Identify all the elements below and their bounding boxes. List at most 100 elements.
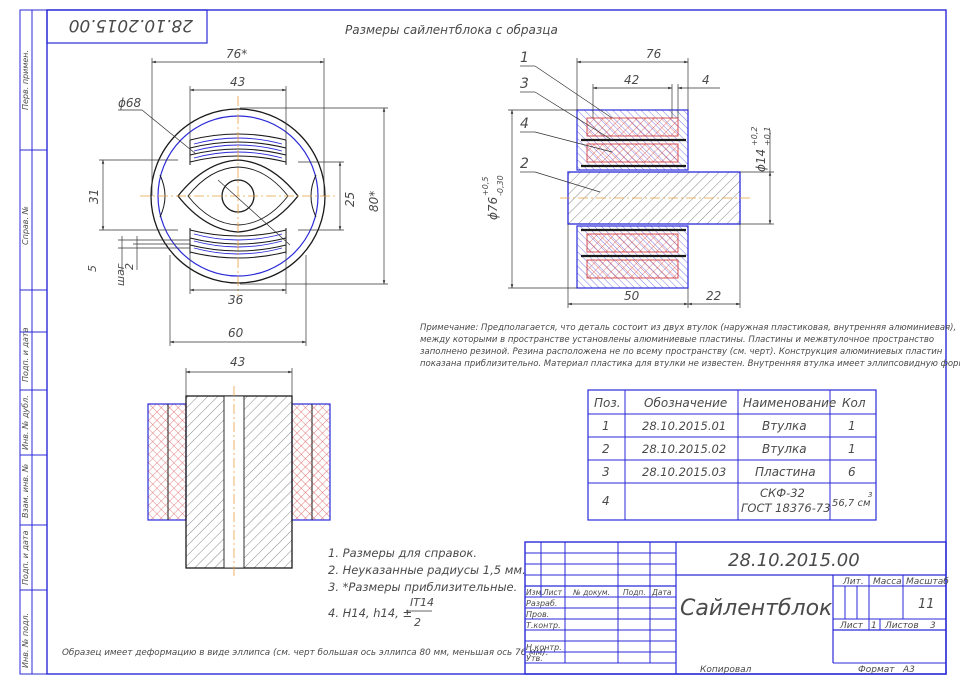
tech-req-1: 1. Размеры для справок. — [328, 546, 477, 560]
note-block: Примечание: Предполагается, что деталь с… — [420, 323, 960, 369]
tech-req-3: 3. *Размеры приблизительные. — [328, 580, 517, 594]
strip-label-5: Взам. инв. № — [21, 464, 30, 518]
col-sign: Подп. — [623, 588, 646, 597]
spec-r4-code: СКФ-32 — [760, 486, 805, 500]
dim-section-bottom: 50 — [624, 289, 640, 303]
sheet-value: 1 — [871, 621, 877, 631]
role-prov: Пров. — [526, 610, 549, 619]
spec-table: Поз. Обозначение Наименование Кол 1 28.1… — [587, 389, 877, 521]
strip-label-1: Перв. примен. — [21, 50, 30, 110]
role-razrab: Разраб. — [526, 599, 557, 608]
spec-r2-qty: 1 — [848, 442, 856, 456]
role-tkontr: Т.контр. — [526, 621, 561, 630]
spec-r1-code: 28.10.2015.01 — [642, 419, 726, 433]
tech-req-4: 4. H14, h14, ± — [328, 606, 412, 620]
dim-front-left: 31 — [87, 189, 101, 204]
spec-header-name: Наименование — [743, 396, 836, 410]
tech-requirements: 1. Размеры для справок. 2. Неуказанные р… — [328, 546, 526, 629]
note-line-3: заполнено резиной. Резина расположена не… — [420, 347, 943, 357]
callout-2: 2 — [520, 156, 529, 172]
strip-label-6: Подп. и дата — [21, 530, 30, 585]
dim-section-dia-big-tol-up: +0,5 — [481, 177, 490, 196]
sheets-label: Листов — [884, 621, 919, 631]
mass-label: Масса — [873, 577, 902, 587]
sheets-value: 3 — [930, 621, 936, 631]
title-code: 28.10.2015.00 — [728, 550, 860, 571]
front-view: 76* 43 ϕ68 31 25 80* 5 шаг 2 36 60 — [86, 47, 388, 346]
stamp-box: 28.10.2015.00 — [46, 9, 208, 44]
dim-front-pitch-b: 2 — [123, 263, 136, 270]
dim-front-pitch-a: 5 — [86, 265, 99, 272]
sheet-label: Лист — [839, 621, 864, 631]
spec-r2-name: Втулка — [762, 442, 807, 456]
dim-front-right-inner: 25 — [343, 192, 357, 207]
col-list: Лист — [542, 588, 563, 597]
copied-label: Копировал — [700, 665, 752, 675]
tolerance-den: 2 — [414, 616, 421, 629]
tech-req-2: 2. Неуказанные радиусы 1,5 мм. — [328, 563, 526, 577]
lit-label: Лит. — [842, 577, 864, 587]
note-line-4: показана приблизительно. Материал пласти… — [420, 359, 960, 369]
spec-r2-code: 28.10.2015.02 — [642, 442, 726, 456]
stamp-code: 28.10.2015.00 — [69, 15, 193, 35]
title-name: Сайлентблок — [680, 596, 833, 621]
strip-label-4: Инв. № дубл. — [21, 395, 30, 450]
spec-r4-pos: 4 — [602, 494, 610, 508]
title-block: 28.10.2015.00 Сайлентблок Изм. Лист № до… — [524, 541, 949, 675]
side-view: 43 — [147, 355, 331, 578]
dim-section-dia-small-tol-up: +0,2 — [750, 127, 759, 146]
col-date: Дата — [651, 588, 672, 597]
left-strip: Перв. примен. Справ. № Подп. и дата Инв.… — [19, 9, 48, 675]
dim-section-inner: 42 — [624, 73, 639, 87]
spec-r1-pos: 1 — [602, 419, 610, 433]
dim-front-bottom: 60 — [228, 326, 244, 340]
dim-section-dia-small-tol-dn: +0,1 — [763, 127, 772, 146]
dim-section-top: 76 — [646, 47, 662, 61]
spec-r1-name: Втулка — [762, 419, 807, 433]
strip-label-3: Подп. и дата — [21, 327, 30, 382]
dim-front-dia: ϕ68 — [118, 96, 142, 110]
dim-section-dia-small: ϕ14 — [754, 149, 768, 172]
spec-r1-qty: 1 — [848, 419, 856, 433]
dim-section-dia-big: ϕ76 — [486, 196, 500, 220]
spec-header-pos: Поз. — [594, 396, 621, 410]
strip-label-7: Инв. № подл. — [21, 613, 30, 668]
col-izm: Изм. — [526, 588, 544, 597]
scale-value: 11 — [918, 597, 935, 612]
section-view: 76 42 4 ϕ76 +0,5 -0,30 ϕ14 +0,2 +0,1 50 … — [481, 47, 774, 308]
bottom-note: Образец имеет деформацию в виде эллипса … — [62, 648, 549, 658]
dim-section-dia-big-tol-dn: -0,30 — [496, 175, 505, 196]
spec-r3-pos: 3 — [602, 465, 610, 479]
dim-section-overhang: 22 — [706, 289, 721, 303]
callout-1: 1 — [520, 50, 529, 66]
spec-r3-code: 28.10.2015.03 — [642, 465, 726, 479]
note-line-2: между которыми в пространстве установлен… — [420, 335, 934, 345]
dim-front-pitch-word: шаг — [114, 263, 127, 286]
role-nkontr: Н.контр. — [526, 643, 562, 652]
tolerance-num: IT14 — [410, 596, 434, 609]
callout-4: 4 — [520, 116, 529, 132]
dim-front-top: 76* — [226, 47, 247, 61]
role-utv: Утв. — [526, 654, 543, 663]
spec-r3-qty: 6 — [848, 465, 856, 479]
spec-header-qty: Кол — [842, 396, 866, 410]
format-label: Формат — [858, 665, 895, 675]
dim-front-bottom-inner: 36 — [228, 293, 244, 307]
dim-front-right: 80* — [367, 191, 381, 212]
spec-r4-name: ГОСТ 18376-73 — [741, 501, 831, 515]
dim-side-top: 43 — [230, 355, 245, 369]
drawing-top-title: Размеры сайлентблока с образца — [345, 23, 558, 37]
dim-front-inner-top: 43 — [230, 75, 245, 89]
spec-r4-qty-unit-sup: 3 — [868, 491, 872, 499]
spec-r4-qty: 56,7 см — [832, 498, 871, 509]
note-line-1: Примечание: Предполагается, что деталь с… — [420, 323, 956, 333]
strip-label-2: Справ. № — [21, 206, 30, 245]
callout-3: 3 — [520, 76, 529, 92]
col-doc: № докум. — [572, 588, 610, 597]
format-value: А3 — [902, 665, 915, 675]
scale-label: Масштаб — [906, 577, 949, 587]
dim-section-plate: 4 — [702, 73, 710, 87]
spec-r2-pos: 2 — [602, 442, 610, 456]
spec-r3-name: Пластина — [755, 465, 816, 479]
